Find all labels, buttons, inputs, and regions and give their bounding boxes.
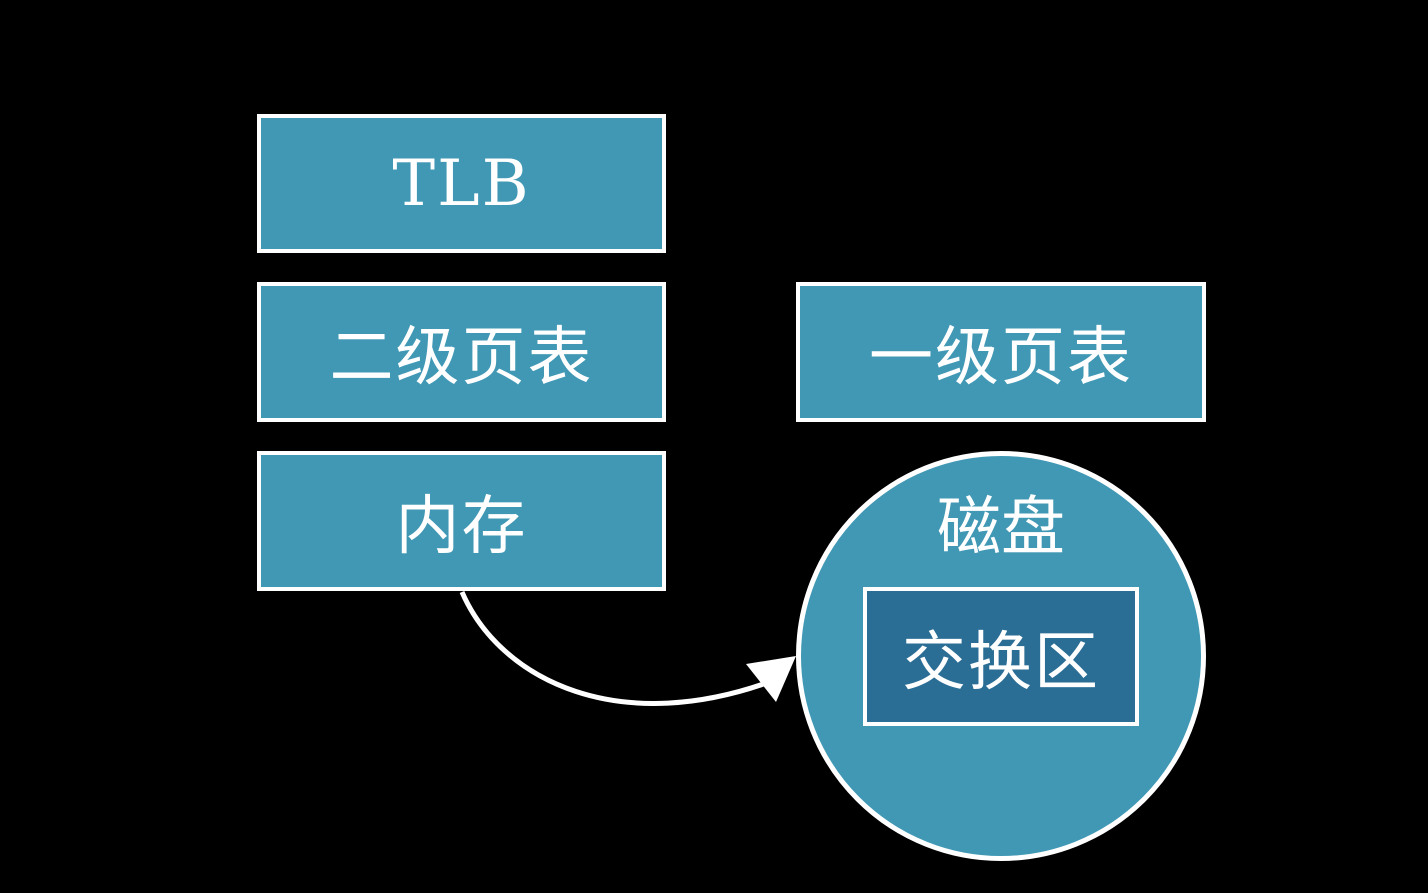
level1-page-table-box: 一级页表 [796, 282, 1206, 422]
tlb-box: TLB [257, 114, 666, 253]
memory-box: 内存 [257, 451, 666, 591]
disk-label: 磁盘 [937, 491, 1065, 565]
memory-label: 内存 [395, 490, 528, 564]
arrow-curve [459, 591, 781, 706]
swap-area-box: 交换区 [863, 587, 1139, 726]
tlb-label: TLB [392, 146, 531, 221]
level2-page-table-label: 二级页表 [329, 321, 594, 395]
level2-page-table-box: 二级页表 [257, 282, 666, 422]
arrowhead-icon [746, 656, 796, 702]
level1-page-table-label: 一级页表 [869, 321, 1133, 395]
swap-area-label: 交换区 [902, 625, 1100, 700]
